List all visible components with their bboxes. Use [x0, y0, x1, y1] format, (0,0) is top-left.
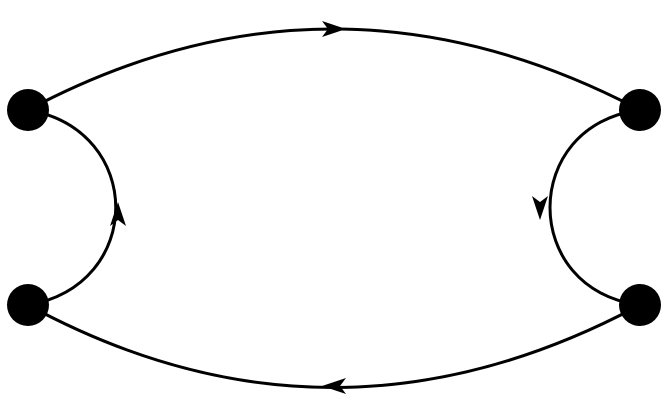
- edge-bottom: [26, 303, 642, 389]
- node-bottom-left: [7, 284, 49, 326]
- arrow-top-icon: [322, 21, 346, 37]
- edge-right: [548, 108, 642, 307]
- node-top-right: [619, 89, 661, 131]
- node-bottom-right: [619, 284, 661, 326]
- arrow-bottom-icon: [322, 378, 346, 394]
- arrow-right-icon: [532, 196, 548, 220]
- arrow-left-icon: [110, 202, 126, 226]
- edge-left: [26, 108, 118, 307]
- edge-top: [26, 27, 642, 112]
- node-top-left: [7, 89, 49, 131]
